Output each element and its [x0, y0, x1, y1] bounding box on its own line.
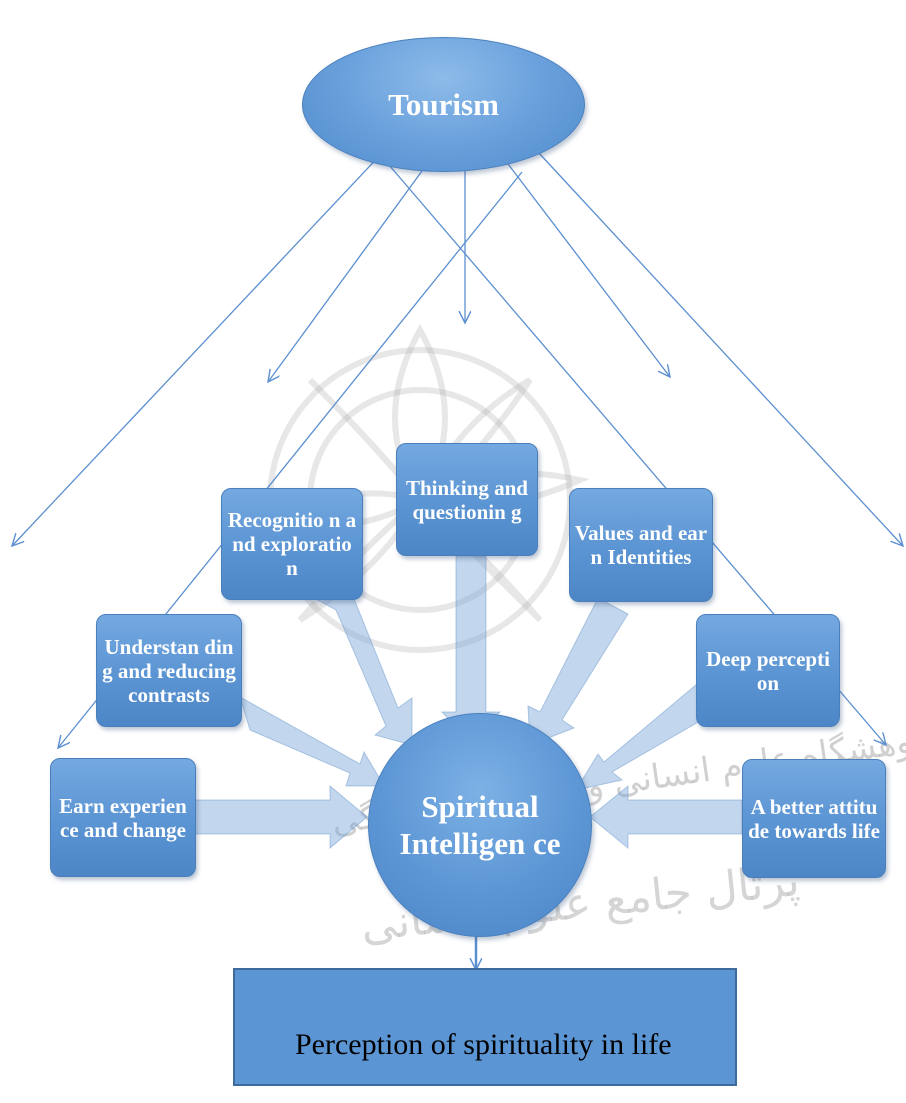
component-earn: Earn experience and change — [50, 758, 196, 877]
arrow-attitude — [589, 784, 743, 850]
line-to-far-right — [537, 151, 903, 546]
spiritual-intelligence-label: Spiritual Intelligen ce — [399, 789, 561, 861]
line-to-values — [504, 159, 670, 377]
component-understanding: Understan ding and reducing contrasts — [96, 614, 242, 727]
tourism-node: Tourism — [302, 37, 585, 172]
arrow-recognition — [316, 583, 413, 746]
arrow-earn — [194, 784, 368, 850]
component-attitude: A better attitude towards life — [742, 759, 886, 878]
component-values: Values and earn Identities — [569, 488, 713, 602]
line-to-far-left — [12, 151, 384, 546]
spiritual-intelligence-node: Spiritual Intelligen ce — [368, 713, 592, 937]
arrow-understanding — [239, 695, 385, 787]
result-label: Perception of spirituality in life — [295, 1028, 672, 1061]
component-thinking: Thinking and questionin g — [396, 443, 538, 556]
tourism-label: Tourism — [388, 86, 499, 122]
component-recognition: Recognitio n and exploratio n — [221, 488, 363, 600]
line-to-recognition — [268, 159, 431, 382]
result-box: Perception of spirituality in life — [233, 968, 737, 1086]
arrow-values — [527, 597, 629, 746]
component-deep: Deep perception — [696, 614, 840, 727]
arrow-deep — [574, 683, 713, 791]
